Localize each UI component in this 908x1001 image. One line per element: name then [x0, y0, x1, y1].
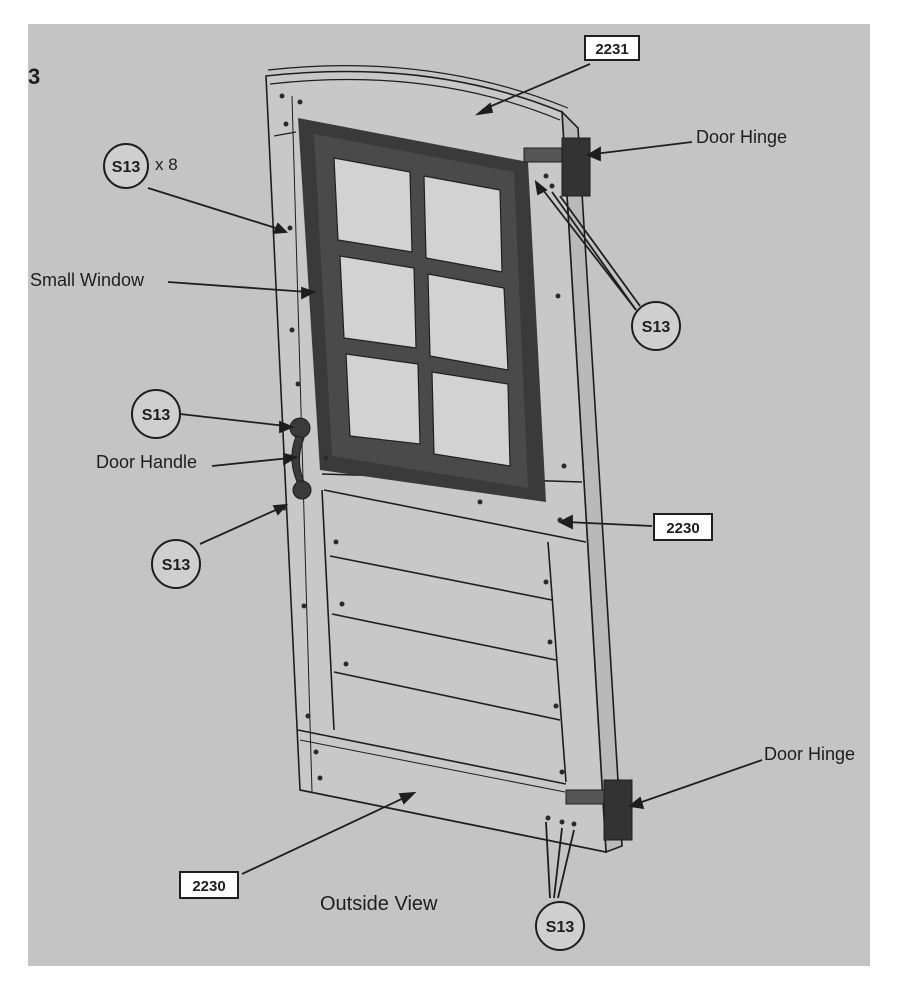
screw-callout-right: S13	[631, 301, 681, 351]
door-handle-label: Door Handle	[96, 452, 197, 472]
small-window	[298, 118, 546, 502]
svg-text:2230: 2230	[666, 520, 699, 537]
bottom-hinge	[565, 779, 633, 841]
svg-text:S13: S13	[112, 159, 141, 176]
small-window-label: Small Window	[30, 270, 145, 290]
screw-callout-handle-lower: S13	[151, 539, 201, 589]
svg-text:S13: S13	[546, 919, 575, 936]
step-number: 3	[28, 64, 40, 89]
screw-callout-handle-upper: S13	[131, 389, 181, 439]
svg-text:S13: S13	[142, 407, 171, 424]
svg-text:2230: 2230	[192, 878, 225, 895]
part-label-2230-mid: 2230	[653, 513, 713, 541]
svg-text:S13: S13	[162, 557, 191, 574]
top-hinge	[523, 137, 591, 197]
svg-text:2231: 2231	[595, 41, 628, 58]
door-handle	[289, 417, 312, 500]
screw-quantity: x 8	[155, 155, 178, 174]
part-label-2230-bottom: 2230	[179, 871, 239, 899]
screw-callout-bottom: S13	[535, 901, 585, 951]
leader-lines	[147, 63, 763, 899]
outside-view-label: Outside View	[320, 893, 438, 915]
screw-heads	[279, 93, 577, 827]
svg-text:S13: S13	[642, 319, 671, 336]
screw-callout-top-left: S13	[103, 143, 149, 189]
door-hinge-top-label: Door Hinge	[696, 127, 787, 147]
part-label-2231: 2231	[584, 35, 640, 61]
door-hinge-bottom-label: Door Hinge	[764, 744, 855, 764]
